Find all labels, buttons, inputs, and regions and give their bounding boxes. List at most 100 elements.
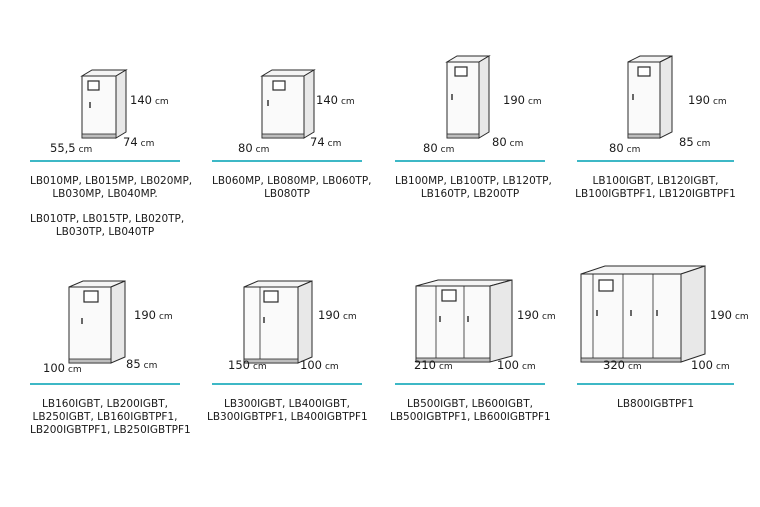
unit-label: cm xyxy=(327,139,342,149)
unit-label: cm xyxy=(541,312,556,322)
model-list-1-extra: LB010TP, LB015TP, LB020TP, LB030TP, LB04… xyxy=(30,213,185,239)
unit-label: cm xyxy=(438,362,453,372)
model-list-1: LB010MP, LB015MP, LB020MP, LB030MP, LB04… xyxy=(30,175,192,201)
unit-label: cm xyxy=(342,312,357,322)
model-line: LB200IGBTPF1, LB250IGBTPF1 xyxy=(30,424,191,436)
model-line: LB010TP, LB015TP, LB020TP, xyxy=(30,213,185,225)
unit-label: cm xyxy=(143,361,158,371)
model-list-8: LB800IGBTPF1 xyxy=(577,398,734,411)
cabinet-illustration-6 xyxy=(243,280,313,364)
model-line: LB500IGBTPF1, LB600IGBTPF1 xyxy=(390,411,551,423)
height-value: 140 xyxy=(130,93,152,107)
depth-value: 85 xyxy=(126,357,141,371)
height-value: 190 xyxy=(517,308,539,322)
unit-label: cm xyxy=(712,97,727,107)
cabinet-illustration-8 xyxy=(580,265,706,363)
model-list-2: LB060MP, LB080MP, LB060TP, LB080TP xyxy=(212,175,372,201)
model-line: LB100IGBTPF1, LB120IGBTPF1 xyxy=(575,188,736,200)
cabinet-illustration-7 xyxy=(415,279,513,363)
width-value: 80 xyxy=(238,141,253,155)
depth-value: 100 xyxy=(300,358,322,372)
height-value: 190 xyxy=(710,308,732,322)
model-list-6: LB300IGBT, LB400IGBT, LB300IGBTPF1, LB40… xyxy=(207,398,368,424)
model-line: LB030TP, LB040TP xyxy=(55,226,155,238)
height-value: 190 xyxy=(318,308,340,322)
unit-label: cm xyxy=(324,362,339,372)
unit-label: cm xyxy=(78,145,93,155)
width-value: 100 xyxy=(43,361,65,375)
depth-value: 100 xyxy=(497,358,519,372)
divider-line-1 xyxy=(30,160,180,162)
model-line: LB250IGBT, LB160IGBTPF1, xyxy=(32,411,178,423)
model-line: LB100IGBT, LB120IGBT, xyxy=(592,175,719,187)
unit-label: cm xyxy=(158,312,173,322)
model-line: LB160TP, LB200TP xyxy=(420,188,520,200)
cabinet-illustration-1 xyxy=(80,69,128,139)
model-line: LB800IGBTPF1 xyxy=(617,398,694,410)
divider-line-2 xyxy=(212,160,362,162)
height-value: 190 xyxy=(688,93,710,107)
model-line: LB160IGBT, LB200IGBT, xyxy=(42,398,168,410)
cabinet-illustration-3 xyxy=(445,55,491,139)
depth-value: 74 xyxy=(123,135,138,149)
width-value: 150 xyxy=(228,358,250,372)
model-line: LB080TP xyxy=(264,188,310,200)
model-line: LB100MP, LB100TP, LB120TP, xyxy=(395,175,552,187)
depth-value: 85 xyxy=(679,135,694,149)
model-line: LB500IGBT, LB600IGBT, xyxy=(407,398,533,410)
divider-line-5 xyxy=(30,383,180,385)
depth-value: 74 xyxy=(310,135,325,149)
height-value: 190 xyxy=(503,93,525,107)
unit-label: cm xyxy=(140,139,155,149)
divider-line-6 xyxy=(212,383,362,385)
model-list-4: LB100IGBT, LB120IGBT, LB100IGBTPF1, LB12… xyxy=(572,175,739,201)
unit-label: cm xyxy=(340,97,355,107)
unit-label: cm xyxy=(252,362,267,372)
unit-label: cm xyxy=(627,362,642,372)
cabinet-illustration-4 xyxy=(627,55,673,139)
model-line: LB030MP, LB040MP. xyxy=(52,188,158,200)
divider-line-7 xyxy=(395,383,545,385)
model-line: LB300IGBTPF1, LB400IGBTPF1 xyxy=(207,411,368,423)
model-line: LB060MP, LB080MP, LB060TP, xyxy=(212,175,372,187)
width-value: 80 xyxy=(423,141,438,155)
cabinet-illustration-5 xyxy=(68,280,126,364)
cabinet-illustration-2 xyxy=(260,69,316,139)
model-line: LB300IGBT, LB400IGBT, xyxy=(224,398,350,410)
width-value: 320 xyxy=(603,358,625,372)
unit-label: cm xyxy=(626,145,641,155)
height-value: 190 xyxy=(134,308,156,322)
unit-label: cm xyxy=(67,365,82,375)
depth-value: 100 xyxy=(691,358,713,372)
model-list-5: LB160IGBT, LB200IGBT, LB250IGBT, LB160IG… xyxy=(30,398,191,437)
unit-label: cm xyxy=(734,312,749,322)
depth-value: 80 xyxy=(492,135,507,149)
divider-line-3 xyxy=(395,160,545,162)
model-list-3: LB100MP, LB100TP, LB120TP, LB160TP, LB20… xyxy=(395,175,552,201)
unit-label: cm xyxy=(154,97,169,107)
unit-label: cm xyxy=(440,145,455,155)
divider-line-4 xyxy=(577,160,734,162)
unit-label: cm xyxy=(255,145,270,155)
